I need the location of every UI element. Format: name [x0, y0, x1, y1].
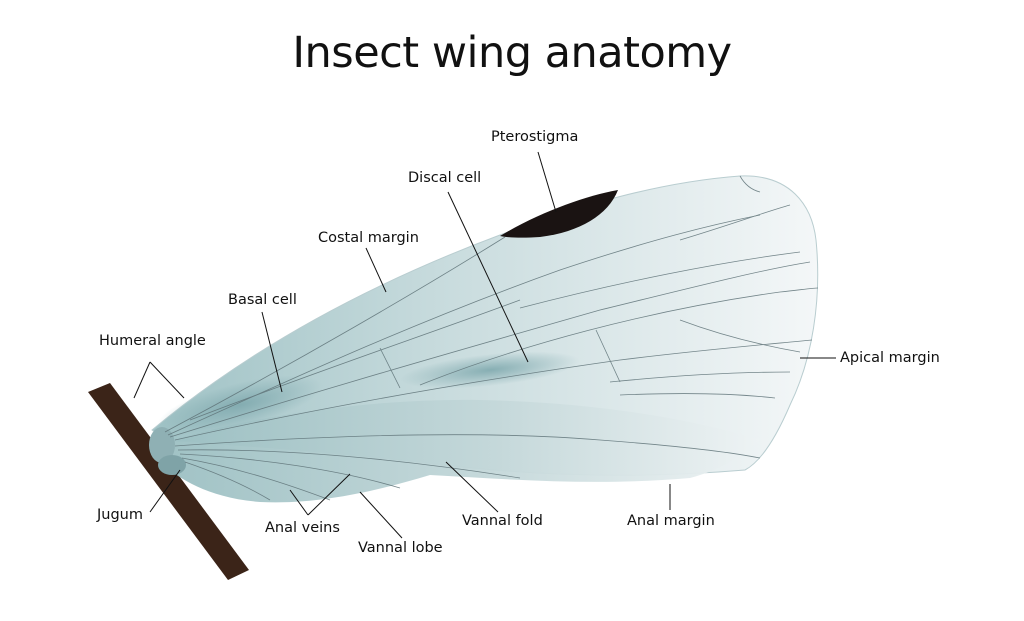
discal-cell-shade [400, 351, 580, 389]
label-discal-cell: Discal cell [408, 170, 482, 186]
leader-anal-veins-1 [289, 489, 309, 516]
leader-humeral-angle-1 [133, 361, 151, 399]
label-jugum: Jugum [97, 507, 143, 523]
label-vannal-lobe: Vannal lobe [358, 540, 443, 556]
label-anal-margin: Anal margin [627, 513, 715, 529]
label-humeral-angle: Humeral angle [99, 333, 206, 349]
label-pterostigma: Pterostigma [491, 129, 579, 145]
vannal-lobe [160, 399, 760, 503]
wing-veins [164, 175, 819, 501]
leader-basal-cell [261, 311, 283, 393]
leader-costal-margin [365, 247, 387, 293]
jugum-knob [149, 427, 175, 463]
label-apical-margin: Apical margin [840, 350, 940, 366]
leader-jugum [149, 469, 181, 513]
thorax-bar [88, 383, 249, 580]
leader-lines [133, 151, 836, 539]
leader-anal-veins-2 [307, 473, 351, 516]
label-basal-cell: Basal cell [228, 292, 297, 308]
label-vannal-fold: Vannal fold [462, 513, 543, 529]
page-title: Insect wing anatomy [292, 28, 732, 78]
label-costal-margin: Costal margin [318, 230, 419, 246]
leader-discal-cell [447, 191, 529, 363]
label-anal-veins: Anal veins [265, 520, 340, 536]
leader-humeral-angle-2 [149, 361, 185, 399]
leader-vannal-lobe [359, 491, 403, 539]
leader-vannal-fold [445, 461, 499, 513]
jugum-lobe [158, 455, 186, 475]
pterostigma-patch [500, 190, 618, 238]
leader-pterostigma [537, 151, 557, 213]
